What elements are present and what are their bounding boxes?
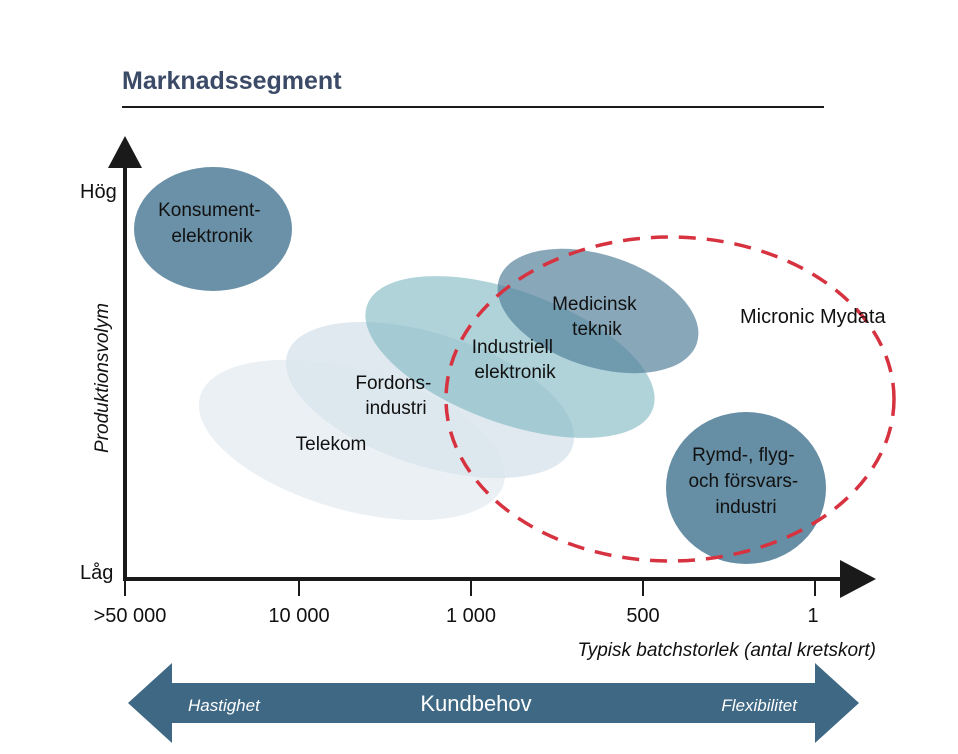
- x-tick-label-4: 500: [626, 605, 659, 627]
- label-rymd-line1: Rymd-, flyg-: [692, 445, 794, 466]
- segment-konsumentelektronik: [134, 167, 292, 291]
- y-axis-arrowhead: [108, 136, 142, 168]
- x-tick-label-1: >50 000: [94, 605, 167, 627]
- y-axis-low-label: Låg: [80, 562, 113, 584]
- label-medicinsk-teknik: Medicinsk teknik: [552, 294, 642, 340]
- segment-industriell-elektronik: [365, 276, 655, 438]
- label-medicinsk-teknik-line2: teknik: [572, 319, 622, 340]
- label-konsumentelektronik-line2: elektronik: [171, 226, 253, 247]
- label-industriell-elektronik-line2: elektronik: [474, 362, 556, 383]
- x-axis-ticks: [124, 581, 816, 596]
- segment-medicinsk-teknik: [497, 248, 699, 374]
- segment-rymd-flyg-forsvarsindustri: [666, 412, 826, 564]
- label-industriell-elektronik-line1: Industriell: [472, 337, 553, 358]
- arrow-center-label: Kundbehov: [420, 691, 531, 716]
- x-axis-arrowhead: [840, 560, 876, 598]
- label-rymd-line2: och försvars-: [688, 471, 798, 492]
- kundbehov-double-arrow: [128, 663, 859, 743]
- label-fordonsindustri-line2: industri: [365, 398, 426, 419]
- x-tick-label-3: 1 000: [446, 605, 496, 627]
- x-tick-label-2: 10 000: [268, 605, 329, 627]
- x-axis-label: Typisk batchstorlek (antal kretskort): [578, 640, 876, 661]
- label-rymd-flyg-forsvarsindustri: Rymd-, flyg- och försvars- industri: [688, 445, 803, 518]
- x-tick-label-5: 1: [807, 605, 818, 627]
- label-fordonsindustri-line1: Fordons-: [355, 373, 431, 394]
- label-rymd-line3: industri: [715, 497, 776, 518]
- y-axis-label: Produktionsvolym: [92, 303, 113, 453]
- page-title: Marknadssegment: [122, 67, 342, 95]
- arrow-left-label: Hastighet: [188, 696, 261, 715]
- micronic-mydata-boundary: [444, 235, 896, 563]
- arrow-right-label: Flexibilitet: [721, 696, 798, 715]
- x-axis-tick-labels: >50 000 10 000 1 000 500 1: [94, 605, 819, 627]
- label-fordonsindustri: Fordons- industri: [355, 373, 436, 419]
- micronic-mydata-label: Micronic Mydata: [740, 306, 886, 328]
- label-medicinsk-teknik-line1: Medicinsk: [552, 294, 637, 315]
- segment-ellipses: [134, 167, 826, 564]
- label-konsumentelektronik-line1: Konsument-: [158, 200, 260, 221]
- y-axis-high-label: Hög: [80, 181, 117, 203]
- label-telekom: Telekom: [296, 434, 367, 455]
- label-konsumentelektronik: Konsument- elektronik: [158, 200, 266, 247]
- label-industriell-elektronik: Industriell elektronik: [472, 337, 559, 383]
